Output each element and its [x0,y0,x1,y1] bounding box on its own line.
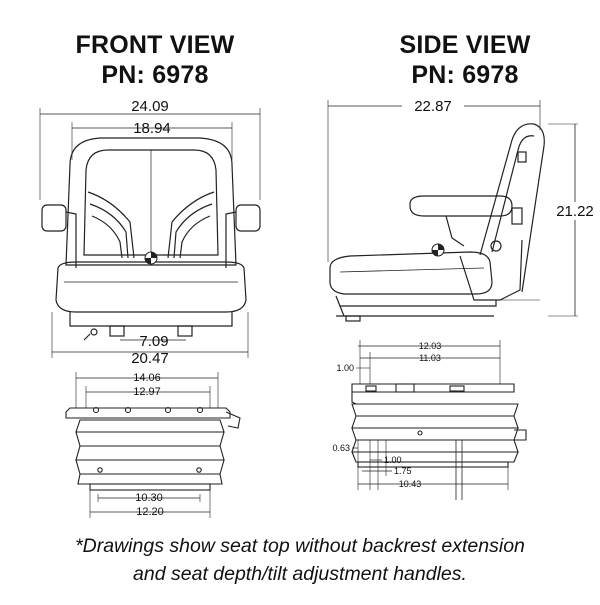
dim-height: 21.22 [556,203,594,220]
front-suspension-drawing [65,372,241,518]
side-seat-drawing [327,100,578,322]
side-view-title: SIDE VIEW PN: 6978 [350,30,580,90]
front-seat-drawing [39,108,261,358]
dim-front-top-outer: 14.06 [133,372,161,384]
side-view-part-number: PN: 6978 [411,61,519,89]
front-view-title: FRONT VIEW PN: 6978 [40,30,270,90]
dim-side-top-inner: 11.03 [419,353,441,363]
dim-side-bottom-d: 10.43 [399,479,422,489]
dim-side-top-offset: 1.00 [336,363,354,373]
dim-overall-width: 24.09 [131,98,169,115]
dim-front-bottom-inner: 10.30 [135,492,163,504]
dim-base-width: 20.47 [131,350,169,367]
front-center-mark-fill [145,252,157,264]
dim-depth: 22.87 [414,98,452,115]
dim-side-bottom-b: 1.00 [384,455,402,465]
dim-back-width: 18.94 [133,120,171,137]
footnote-line-1: *Drawings show seat top without backrest… [75,535,525,557]
dim-side-bottom-c: 1.75 [394,466,412,476]
side-suspension-drawing [351,340,527,500]
dim-side-bottom-a: 0.63 [332,443,350,453]
dim-mount-spacing: 7.09 [139,333,168,350]
side-view-heading: SIDE VIEW [399,31,531,59]
front-view-heading: FRONT VIEW [75,31,235,59]
dim-front-top-inner: 12.97 [133,386,161,398]
dim-side-top-outer: 12.03 [419,341,442,351]
footnote-line-2: and seat depth/tilt adjustment handles. [133,563,467,585]
side-center-mark-fill [432,244,444,256]
front-view-part-number: PN: 6978 [101,61,209,89]
dim-front-bottom-outer: 12.20 [136,506,164,518]
